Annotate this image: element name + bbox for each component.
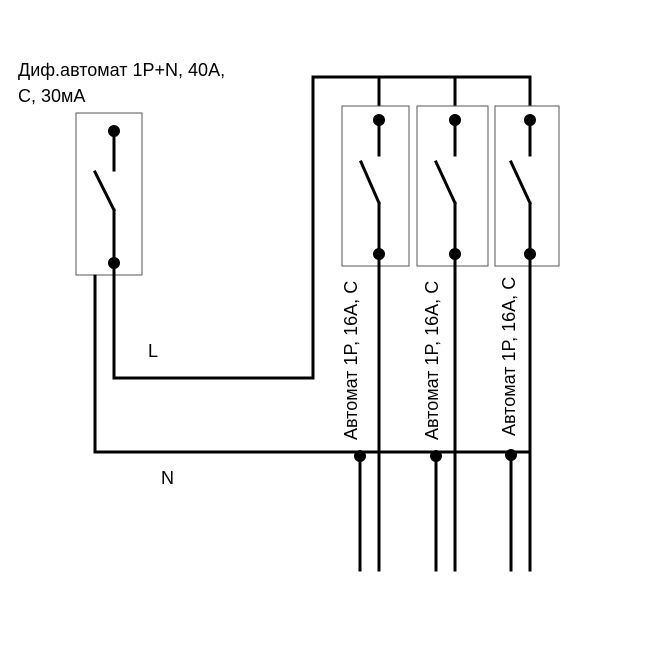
breaker-3-switch-blade: [509, 160, 532, 205]
line-label: L: [148, 341, 158, 361]
breaker-2: [416, 105, 489, 267]
breaker-2-switch-blade: [434, 160, 457, 205]
rcbo-terminal-top: [108, 125, 120, 137]
line-wire: [112, 75, 532, 380]
breaker-2-neutral-junction: [430, 450, 442, 462]
breaker-1-label: Автомат 1P, 16A, C: [341, 281, 361, 440]
rcbo-device: [75, 112, 143, 276]
breaker-2-terminal-top: [449, 114, 461, 126]
rcbo-label-line2: C, 30мА: [18, 86, 85, 106]
breaker-1-neutral-junction: [354, 450, 366, 462]
breaker-3-body: [494, 105, 560, 267]
breaker-1-terminal-top: [373, 114, 385, 126]
rcbo-label-line1: Диф.автомат 1P+N, 40A,: [18, 60, 225, 80]
rcbo-switch-blade: [92, 169, 117, 213]
breaker-3-terminal-top: [524, 114, 536, 126]
breaker-3-label: Автомат 1P, 16A, C: [499, 277, 519, 436]
breaker-2-body: [416, 105, 489, 267]
breaker-1-body: [341, 105, 410, 267]
breaker-3: [494, 105, 560, 267]
breaker-1: [341, 105, 410, 267]
breaker-2-label: Автомат 1P, 16A, C: [422, 281, 442, 440]
breaker-3-neutral-junction: [505, 449, 517, 461]
rcbo-body: [75, 112, 143, 276]
breaker-1-switch-blade: [359, 160, 381, 205]
neutral-label: N: [161, 468, 174, 488]
